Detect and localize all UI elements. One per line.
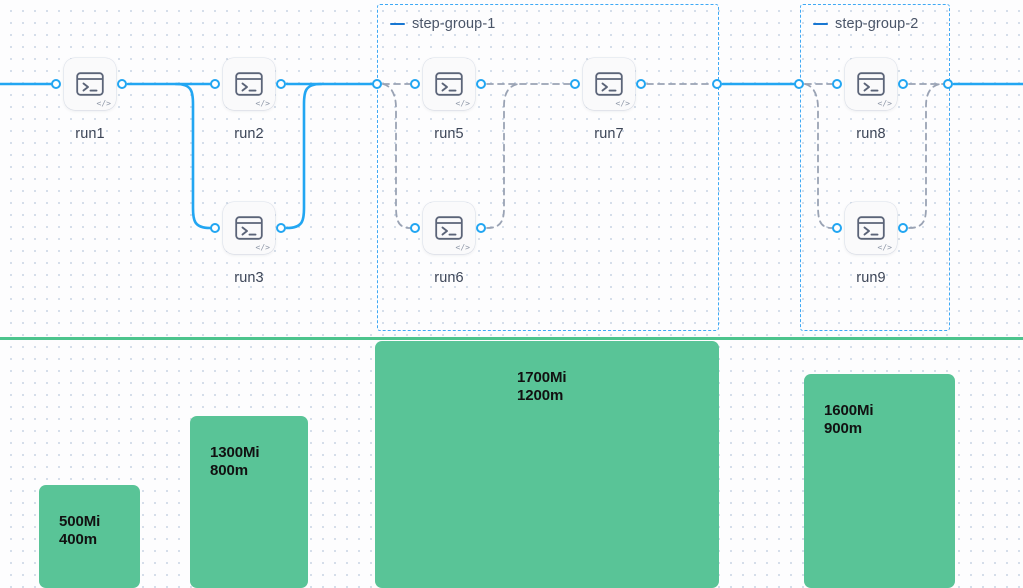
terminal-icon (857, 72, 885, 96)
code-icon[interactable]: </> (255, 99, 270, 108)
code-icon[interactable]: </> (877, 99, 892, 108)
port-run9-in[interactable] (832, 223, 842, 233)
flow-edge-solid (285, 82, 323, 230)
section-divider (0, 337, 1023, 340)
cpu-value: 400m (59, 531, 97, 549)
port-sg1-in[interactable] (372, 79, 382, 89)
terminal-icon (595, 72, 623, 96)
port-run2-in[interactable] (210, 79, 220, 89)
step-group-2-label: step-group-2 (835, 16, 919, 32)
cpu-value: 1200m (517, 387, 564, 405)
port-run9-out[interactable] (898, 223, 908, 233)
port-sg2-in[interactable] (794, 79, 804, 89)
node-run5[interactable]: </> (423, 58, 475, 110)
node-label-run3: run3 (234, 270, 264, 286)
terminal-icon (435, 216, 463, 240)
memory-value: 1300Mi (210, 444, 260, 461)
port-run8-in[interactable] (832, 79, 842, 89)
minus-icon[interactable] (813, 22, 828, 26)
node-run1[interactable]: </> (64, 58, 116, 110)
port-run2-out[interactable] (276, 79, 286, 89)
node-run2[interactable]: </> (223, 58, 275, 110)
port-run3-in[interactable] (210, 223, 220, 233)
terminal-icon (76, 72, 104, 96)
memory-value: 1600Mi (824, 402, 874, 419)
node-run3[interactable]: </> (223, 202, 275, 254)
port-run1-in[interactable] (51, 79, 61, 89)
port-run5-out[interactable] (476, 79, 486, 89)
resource-bar[interactable] (190, 416, 308, 588)
resource-bar[interactable] (39, 485, 140, 588)
cpu-value: 900m (824, 420, 862, 438)
node-label-run2: run2 (234, 126, 264, 142)
port-run3-out[interactable] (276, 223, 286, 233)
step-group-1-container[interactable]: step-group-1 (377, 4, 719, 331)
cpu-value: 800m (210, 462, 248, 480)
step-group-1-header[interactable]: step-group-1 (390, 16, 495, 32)
port-run7-out[interactable] (636, 79, 646, 89)
node-label-run6: run6 (434, 270, 464, 286)
resource-bar[interactable] (375, 341, 719, 588)
code-icon[interactable]: </> (96, 99, 111, 108)
code-icon[interactable]: </> (455, 243, 470, 252)
port-sg2-out[interactable] (943, 79, 953, 89)
port-run6-out[interactable] (476, 223, 486, 233)
port-run6-in[interactable] (410, 223, 420, 233)
step-group-1-label: step-group-1 (412, 16, 496, 32)
port-run5-in[interactable] (410, 79, 420, 89)
code-icon[interactable]: </> (615, 99, 630, 108)
terminal-icon (857, 216, 885, 240)
port-run1-out[interactable] (117, 79, 127, 89)
terminal-icon (435, 72, 463, 96)
node-label-run5: run5 (434, 126, 464, 142)
terminal-icon (235, 216, 263, 240)
node-run6[interactable]: </> (423, 202, 475, 254)
memory-value: 1700Mi (517, 369, 567, 386)
node-label-run9: run9 (856, 270, 886, 286)
node-label-run8: run8 (856, 126, 886, 142)
node-label-run7: run7 (594, 126, 624, 142)
resource-bar[interactable] (804, 374, 955, 588)
node-label-run1: run1 (75, 126, 105, 142)
code-icon[interactable]: </> (255, 243, 270, 252)
step-group-2-header[interactable]: step-group-2 (813, 16, 918, 32)
terminal-icon (235, 72, 263, 96)
flow-edge-solid (174, 82, 212, 230)
minus-icon[interactable] (390, 22, 405, 26)
step-group-2-container[interactable]: step-group-2 (800, 4, 950, 331)
node-run8[interactable]: </> (845, 58, 897, 110)
code-icon[interactable]: </> (877, 243, 892, 252)
node-run7[interactable]: </> (583, 58, 635, 110)
code-icon[interactable]: </> (455, 99, 470, 108)
port-run7-in[interactable] (570, 79, 580, 89)
memory-value: 500Mi (59, 513, 101, 530)
node-run9[interactable]: </> (845, 202, 897, 254)
port-sg1-out[interactable] (712, 79, 722, 89)
port-run8-out[interactable] (898, 79, 908, 89)
